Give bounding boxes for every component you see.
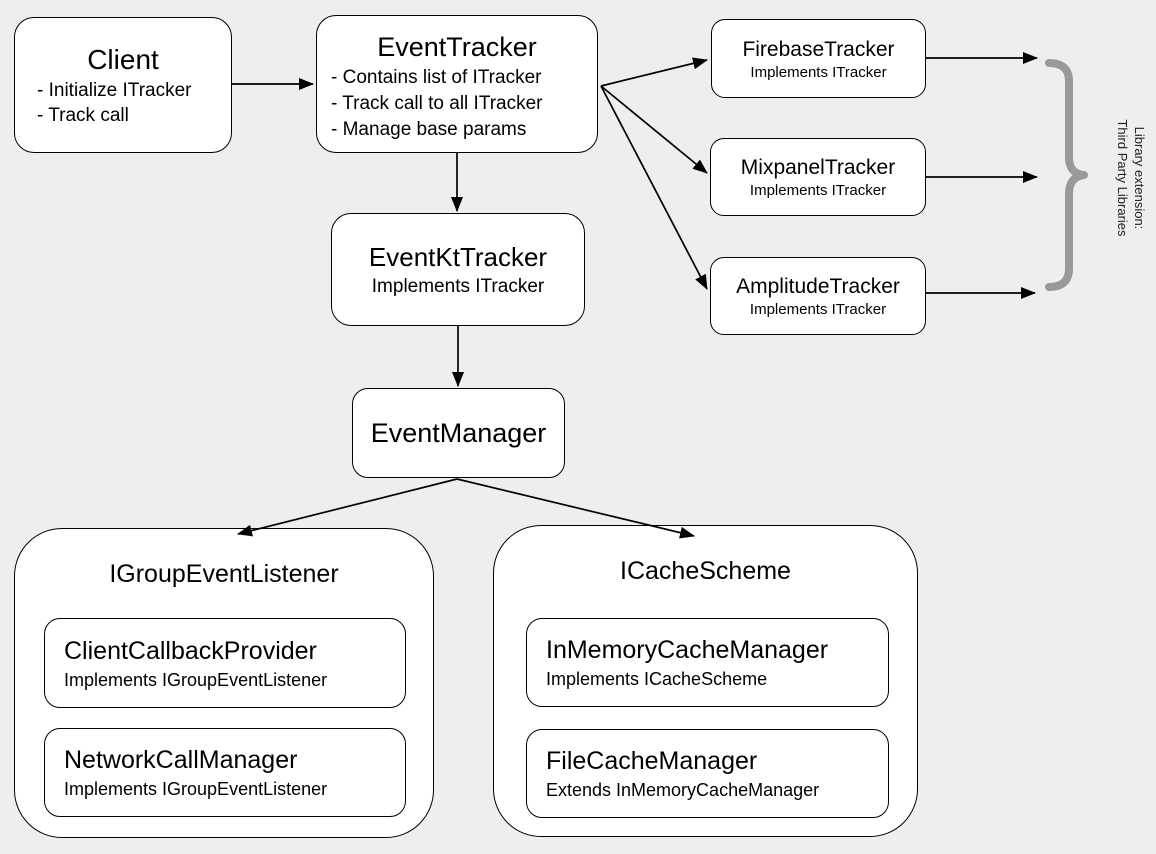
- node-bullet-line: - Track call to all ITracker: [331, 93, 543, 114]
- node-bullet-line: - Initialize ITracker: [37, 80, 192, 101]
- arrow-eventtracker-to-amplitude: [600, 85, 708, 290]
- node-title: EventManager: [370, 417, 547, 448]
- arrow-eventtracker-to-firebase: [600, 57, 708, 87]
- curly-brace-icon: [1045, 59, 1088, 291]
- node-title: MixpanelTracker: [740, 156, 896, 179]
- node-title: FileCacheManager: [546, 747, 758, 775]
- node-network-call-manager: NetworkCallManager Implements IGroupEven…: [44, 728, 406, 817]
- node-title: EventKtTracker: [368, 241, 548, 272]
- container-title: IGroupEventListener: [109, 560, 339, 588]
- node-title: FirebaseTracker: [742, 37, 895, 61]
- container-icachescheme: ICacheScheme InMemoryCacheManager Implem…: [493, 525, 918, 837]
- node-title: AmplitudeTracker: [736, 275, 900, 298]
- node-subtitle: Extends InMemoryCacheManager: [546, 780, 820, 800]
- node-subtitle: Implements ITracker: [749, 301, 887, 318]
- node-subtitle: Implements ITracker: [371, 275, 545, 297]
- node-subtitle: Implements IGroupEventListener: [64, 779, 328, 799]
- node-title: NetworkCallManager: [64, 746, 298, 774]
- node-bullet-line: - Manage base params: [331, 119, 527, 140]
- node-in-memory-cache-manager: InMemoryCacheManager Implements ICacheSc…: [526, 618, 889, 707]
- node-title: Client: [87, 44, 159, 75]
- node-event-manager: EventManager: [352, 388, 565, 478]
- node-title: InMemoryCacheManager: [546, 636, 829, 664]
- node-file-cache-manager: FileCacheManager Extends InMemoryCacheMa…: [526, 729, 889, 818]
- container-igroupeventlistener: IGroupEventListener ClientCallbackProvid…: [14, 528, 434, 838]
- container-title: ICacheScheme: [620, 557, 791, 585]
- third-party-annotation: Library extension: Third Party Libraries: [1114, 119, 1148, 236]
- node-client-callback-provider: ClientCallbackProvider Implements IGroup…: [44, 618, 406, 708]
- node-title: ClientCallbackProvider: [64, 636, 317, 665]
- node-amplitude-tracker: AmplitudeTracker Implements ITracker: [710, 257, 926, 335]
- node-firebase-tracker: FirebaseTracker Implements ITracker: [711, 19, 926, 98]
- node-subtitle: Implements IGroupEventListener: [64, 669, 328, 690]
- node-subtitle: Implements ICacheScheme: [546, 669, 768, 689]
- annotation-line: Third Party Libraries: [1115, 119, 1130, 237]
- node-mixpanel-tracker: MixpanelTracker Implements ITracker: [710, 138, 926, 216]
- node-bullet-line: - Track call: [37, 105, 129, 126]
- node-client: Client - Initialize ITracker - Track cal…: [14, 17, 232, 153]
- node-subtitle: Implements ITracker: [750, 63, 887, 81]
- node-event-kt-tracker: EventKtTracker Implements ITracker: [331, 213, 585, 326]
- annotation-line: Library extension:: [1132, 126, 1147, 230]
- arrow-eventtracker-to-mixpanel: [600, 85, 708, 174]
- node-bullet-line: - Contains list of ITracker: [331, 67, 542, 88]
- node-subtitle: Implements ITracker: [749, 182, 887, 199]
- node-event-tracker: EventTracker - Contains list of ITracker…: [316, 15, 598, 153]
- arrow-eventmanager-to-igroupeventlistener: [237, 478, 458, 537]
- node-title: EventTracker: [377, 32, 537, 62]
